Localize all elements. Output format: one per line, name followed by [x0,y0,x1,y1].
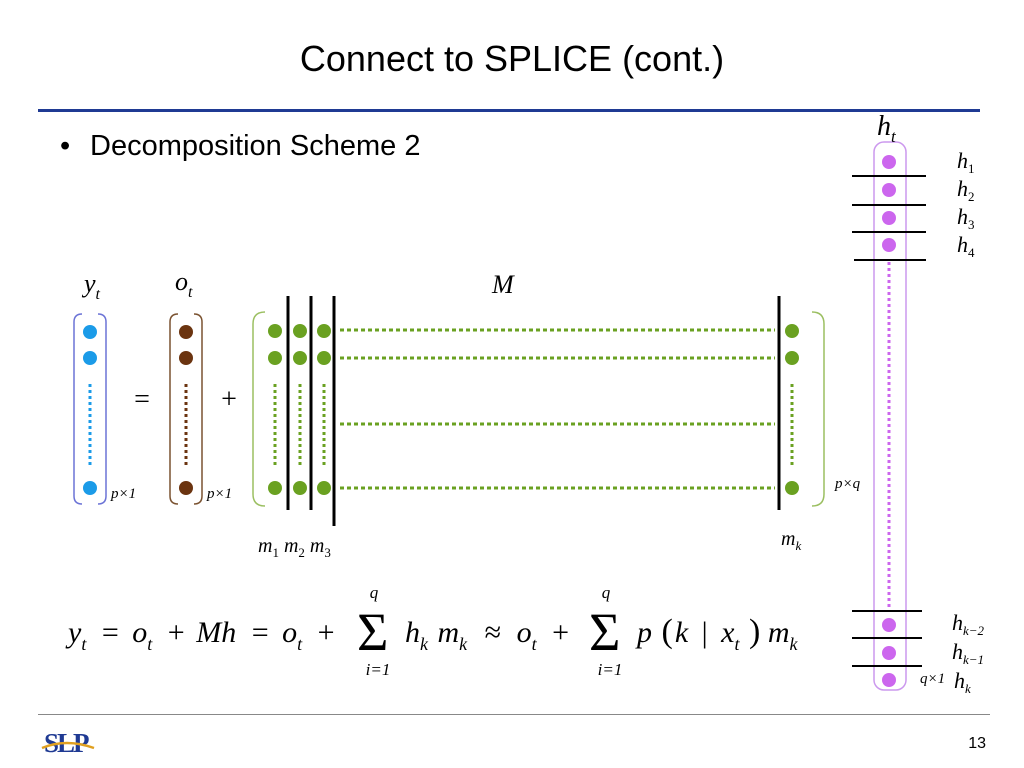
y-t-label: yt [81,269,101,303]
h-dot [882,618,896,632]
m-dot [317,324,331,338]
sum-upper: q [602,583,611,602]
y-vector [73,313,107,505]
o-vector [169,313,203,505]
m-dot [268,351,282,365]
eq-lhs: yt = ot + Mh = ot + [65,616,335,657]
m-columns-label: m1 m2 m3 [258,535,331,562]
o-dim-label: p×1 [206,486,232,502]
h-dot [882,183,896,197]
o-dot [179,351,193,365]
m-bracket-left [252,311,266,507]
y-dim-label: p×1 [110,486,136,502]
sum-lower: i=1 [366,660,391,679]
y-dot [83,481,97,495]
h-k-2-label: hk−2 [952,610,985,638]
h-bracket [873,141,907,691]
h-dot [882,155,896,169]
m-dot [268,324,282,338]
logo-swoosh [41,741,95,750]
h-k-label: hk [954,668,971,696]
eq-mid: hk mk ≈ ot + [405,616,569,657]
footer-rule [38,714,990,715]
bullet-dot: • [60,130,71,162]
o-dot [179,481,193,495]
plus-sign: + [221,384,237,415]
m-dot [785,324,799,338]
m-dot [317,481,331,495]
h-t-label: ht [877,111,897,146]
y-dot [83,351,97,365]
o-bracket-right [193,313,203,505]
bullet-text: Decomposition Scheme 2 [90,130,421,162]
sum-upper: q [370,583,379,602]
h-2-label: h2 [957,176,975,204]
sum-sign: Σ [357,602,388,662]
sum-sign: Σ [589,602,620,662]
y-dot [83,325,97,339]
h-dot [882,673,896,687]
h-dot [882,238,896,252]
m-bracket-right [811,311,825,507]
m-dot [293,351,307,365]
h-dot [882,646,896,660]
m-dot [268,481,282,495]
h-4-label: h4 [957,232,975,260]
h-k-1-label: hk−1 [952,639,984,667]
m-dot [785,351,799,365]
m-dim-label: p×q [834,476,861,492]
m-dot [293,481,307,495]
h-1-label: h1 [957,148,975,176]
h-vector: ht h1 h2 h3 h4 hk−2 hk−1 hk q×1 [852,111,985,696]
matrix-m-label: M [491,270,515,299]
o-t-label: ot [175,267,193,301]
o-bracket-left [169,313,179,505]
sum-lower: i=1 [598,660,623,679]
h-3-label: h3 [957,204,975,232]
equals-sign: = [134,384,150,415]
h-dim-label: q×1 [920,671,945,687]
slide-title: Connect to SPLICE (cont.) [299,38,725,79]
y-bracket-right [97,313,107,505]
decomposition-equation: yt = ot + Mh = ot + q Σ i=1 hk mk ≈ ot +… [65,583,799,679]
slp-logo: SLP [41,728,95,758]
m-dot [317,351,331,365]
m-matrix [252,296,825,526]
o-dot [179,325,193,339]
y-bracket-left [73,313,83,505]
h-dot [882,211,896,225]
m-dot [293,324,307,338]
m-dot [785,481,799,495]
mk-label: mk [781,528,801,553]
header-rule [38,109,980,112]
page-number: 13 [968,735,986,752]
bullet-item: • Decomposition Scheme 2 [60,130,420,163]
eq-rhs: p (k | xt ) mk [635,613,799,657]
